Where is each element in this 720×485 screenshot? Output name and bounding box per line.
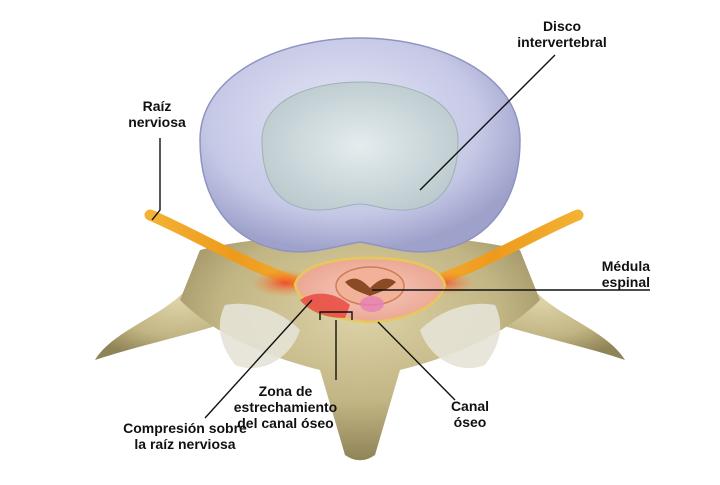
disc-leader-line bbox=[419, 54, 556, 191]
label-line: intervertebral bbox=[517, 34, 607, 50]
label-bone-canal: Canal óseo bbox=[440, 398, 500, 430]
label-spinal-cord: Médula espinal bbox=[570, 258, 650, 290]
label-line: del canal óseo bbox=[237, 415, 334, 431]
label-line: la raíz nerviosa bbox=[134, 436, 236, 452]
label-line: Canal bbox=[450, 398, 490, 414]
label-line: Raíz bbox=[142, 98, 172, 114]
label-line: Médula bbox=[601, 258, 650, 274]
intervertebral-disc bbox=[199, 37, 521, 253]
narrowing-bracket bbox=[319, 311, 353, 320]
label-line: nerviosa bbox=[128, 114, 186, 130]
label-nerve-compression: Compresión sobre la raíz nerviosa bbox=[110, 420, 260, 452]
label-line: Compresión sobre bbox=[123, 420, 247, 436]
label-line: Disco bbox=[542, 18, 582, 34]
label-nerve-root: Raíz nerviosa bbox=[117, 98, 197, 130]
canal-leader-line bbox=[377, 321, 456, 401]
label-line: estrechamiento bbox=[233, 399, 338, 415]
compression-leader-line bbox=[204, 299, 313, 419]
nerve-root-leader-line bbox=[151, 138, 161, 221]
spinal-canal bbox=[293, 256, 447, 324]
label-line: Zona de bbox=[258, 383, 313, 399]
label-line: óseo bbox=[453, 414, 487, 430]
label-narrowing-zone: Zona de estrechamiento del canal óseo bbox=[228, 383, 343, 431]
leader-lines bbox=[151, 54, 650, 419]
label-line: espinal bbox=[601, 274, 650, 290]
label-intervertebral-disc: Disco intervertebral bbox=[507, 18, 617, 50]
